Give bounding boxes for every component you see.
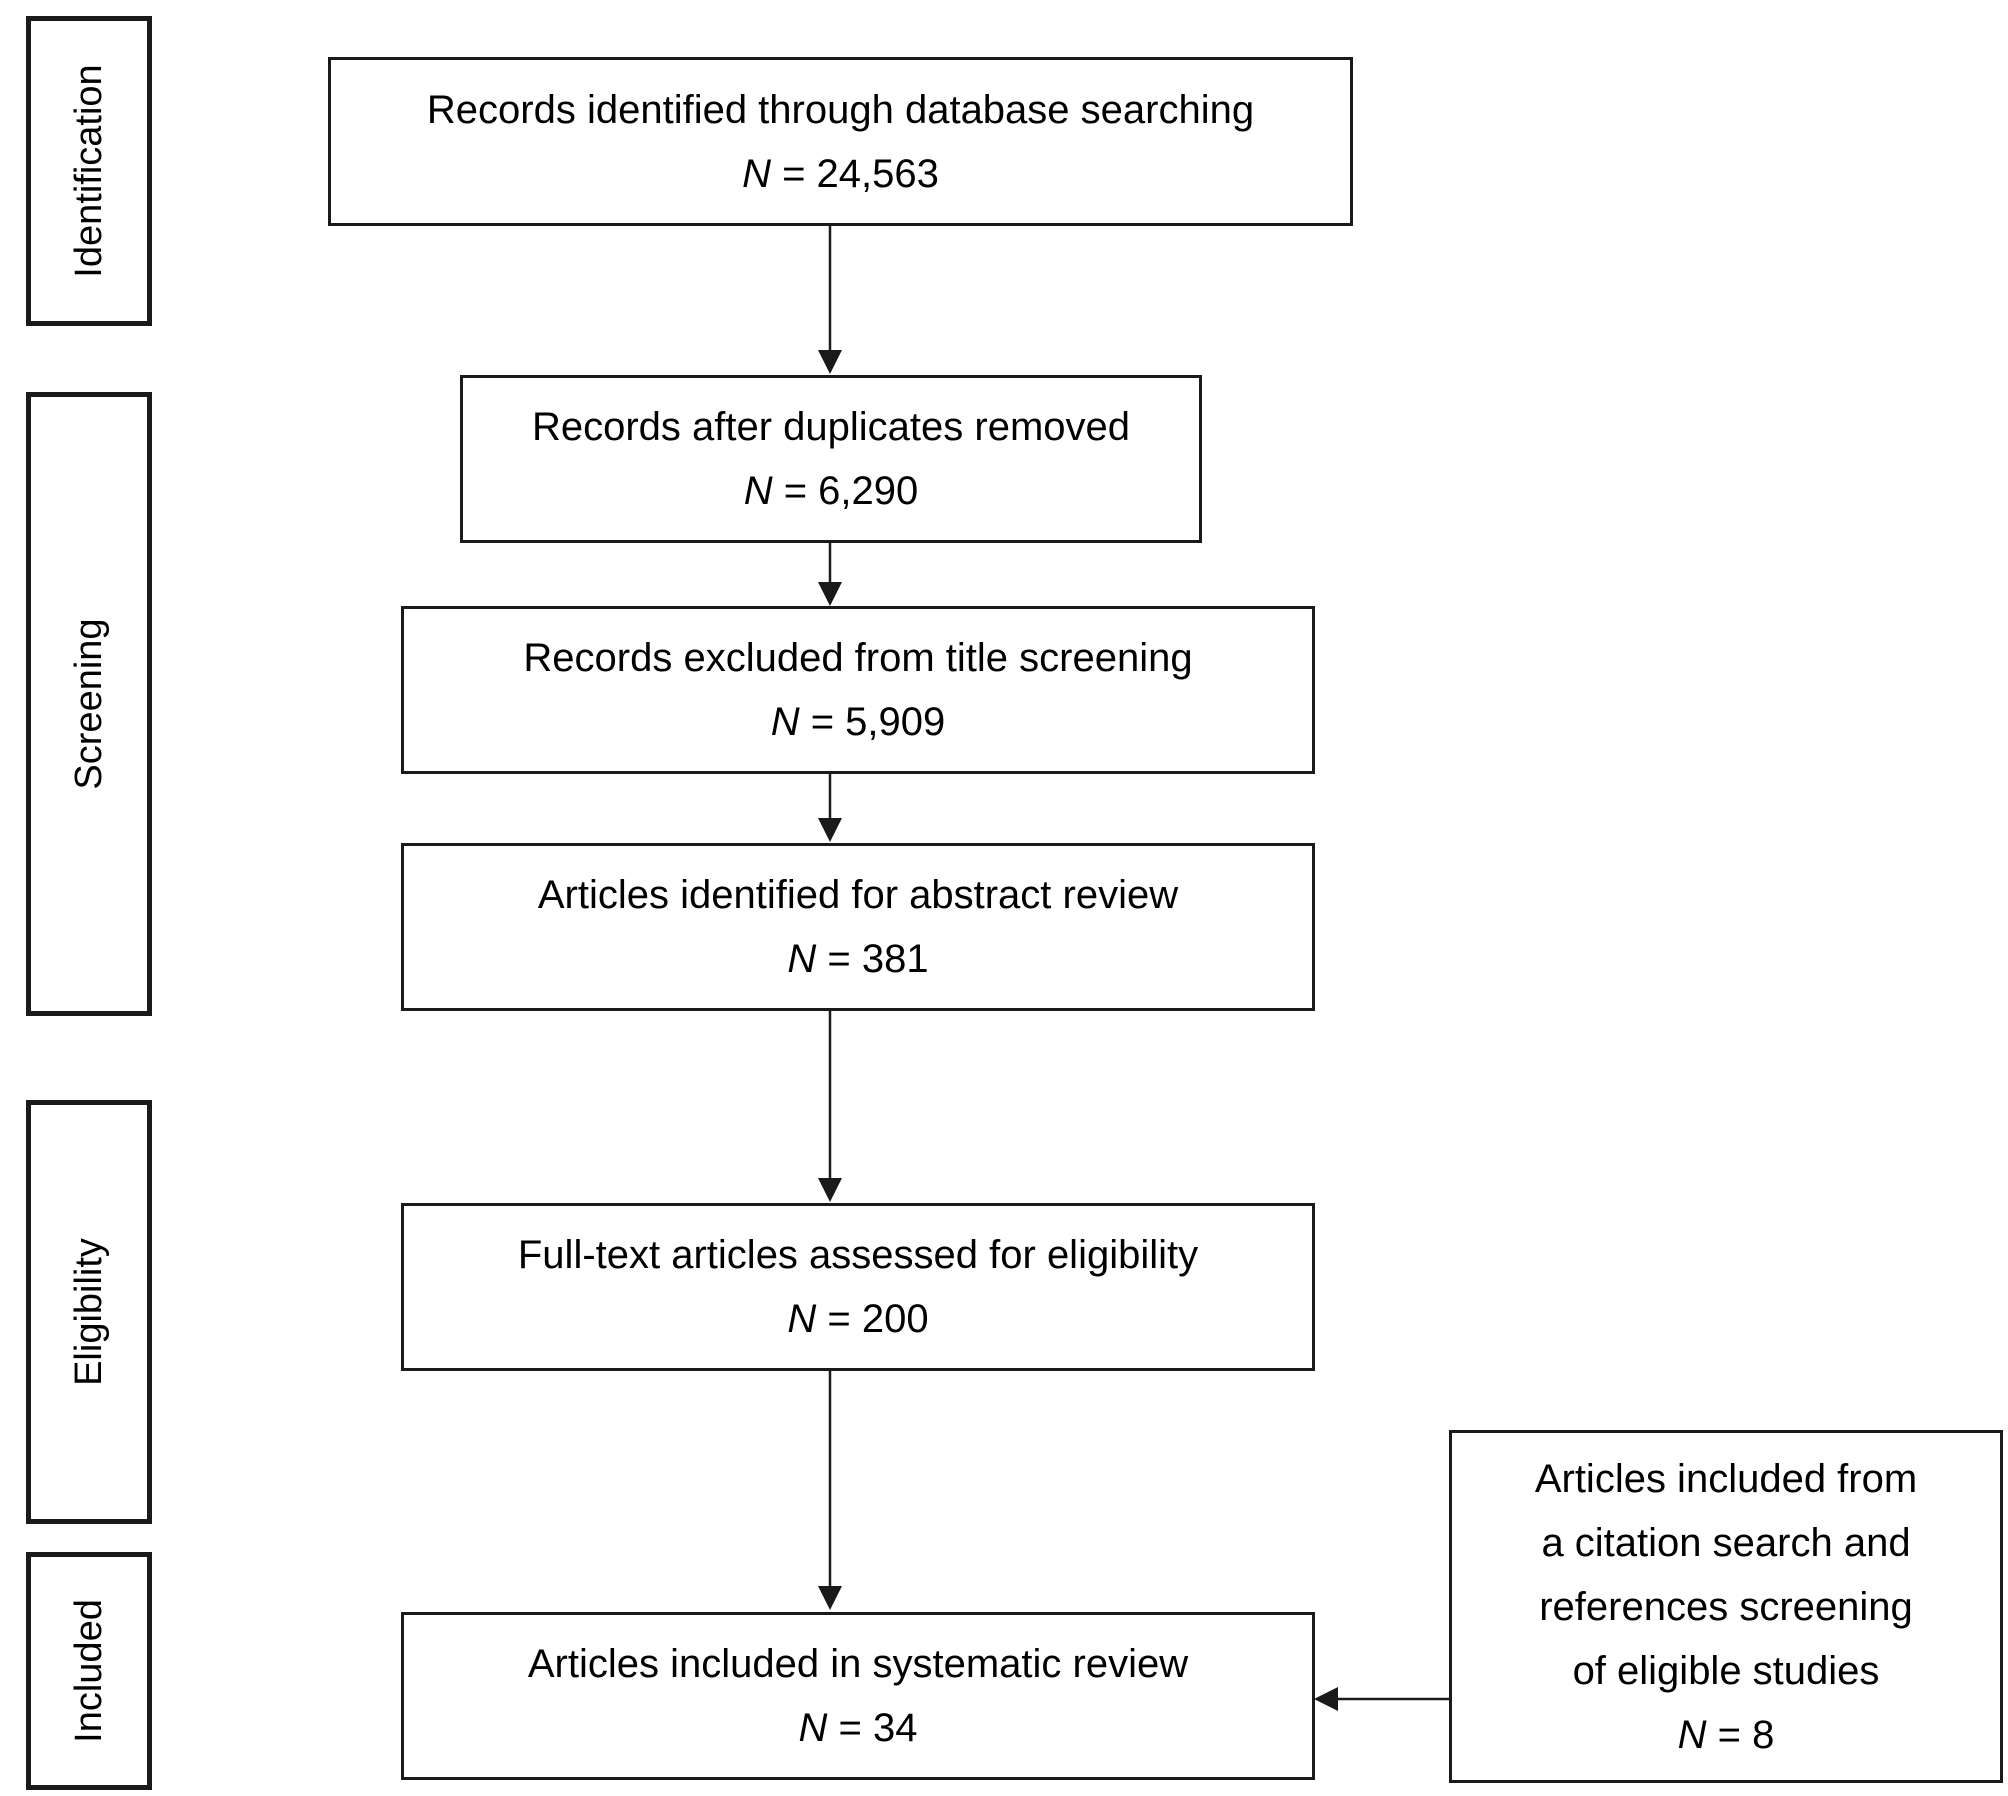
box-records-identified: Records identified through database sear…	[328, 57, 1353, 226]
box-full-text-assessed: Full-text articles assessed for eligibil…	[401, 1203, 1315, 1371]
stage-eligibility: Eligibility	[26, 1100, 152, 1524]
box-abstract-review-text: Articles identified for abstract review	[537, 873, 1179, 917]
box-citation-search: Articles included from a citation search…	[1449, 1430, 2003, 1783]
box-after-duplicates-text: Records after duplicates removed	[531, 405, 1131, 449]
box-citation-search-line-4: of eligible studies	[1572, 1648, 1880, 1693]
arrowhead-abstract-to-fulltext	[818, 1178, 842, 1202]
box-excluded-title-screening-text: Records excluded from title screening	[523, 636, 1193, 680]
stage-screening: Screening	[26, 392, 152, 1016]
box-citation-search-line-2: a citation search and	[1541, 1520, 1911, 1565]
box-after-duplicates: Records after duplicates removed N = 6,2…	[460, 375, 1202, 543]
box-citation-search-line-1: Articles included from	[1534, 1456, 1918, 1501]
box-full-text-assessed-count: N = 200	[787, 1297, 929, 1341]
box-abstract-review-count: N = 381	[787, 937, 929, 981]
arrowhead-excluded-to-abstract	[818, 818, 842, 842]
arrowhead-duplicates-to-excluded	[818, 582, 842, 606]
box-records-identified-text: Records identified through database sear…	[426, 87, 1255, 132]
box-excluded-title-screening: Records excluded from title screening N …	[401, 606, 1315, 774]
box-after-duplicates-count: N = 6,290	[743, 469, 919, 513]
box-citation-search-line-3: references screening	[1539, 1584, 1913, 1629]
box-included-systematic-review-count: N = 34	[798, 1706, 918, 1750]
box-citation-search-count: N = 8	[1677, 1712, 1775, 1757]
arrowhead-identified-to-duplicates	[818, 350, 842, 374]
box-records-identified-count: N = 24,563	[742, 151, 939, 196]
stage-identification: Identification	[26, 16, 152, 326]
box-full-text-assessed-text: Full-text articles assessed for eligibil…	[517, 1233, 1199, 1277]
box-included-systematic-review-text: Articles included in systematic review	[527, 1642, 1189, 1686]
stage-included: Included	[26, 1552, 152, 1790]
arrowhead-fulltext-to-included	[818, 1586, 842, 1610]
box-included-systematic-review: Articles included in systematic review N…	[401, 1612, 1315, 1780]
arrowhead-citation-to-included	[1314, 1687, 1338, 1711]
box-excluded-title-screening-count: N = 5,909	[770, 700, 946, 744]
box-abstract-review: Articles identified for abstract review …	[401, 843, 1315, 1011]
